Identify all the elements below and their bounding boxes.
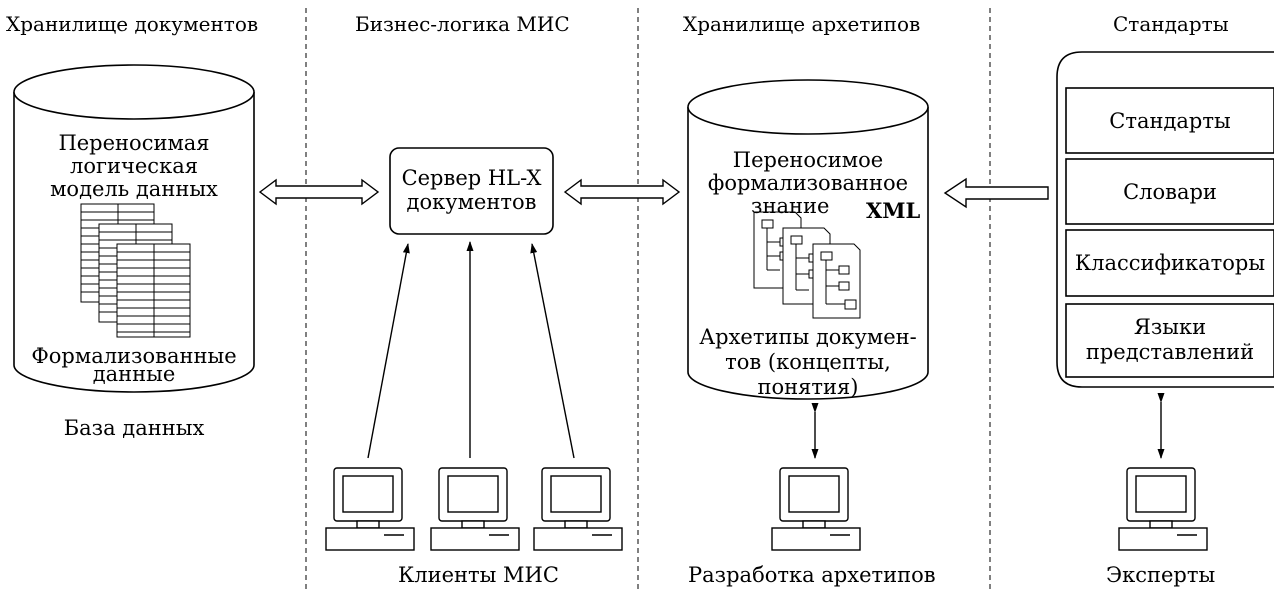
column-header-standards: Стандарты [1113,12,1229,36]
computer-icon [533,467,623,551]
tree-sheet-3 [812,243,861,319]
db-caption: База данных [63,416,205,440]
client-arrows [367,241,575,459]
standards-item-languages-line1: Языки [1133,315,1207,339]
column-dividers [305,8,991,590]
tree-document-icon [753,211,861,319]
table-stack-icon [80,203,191,338]
column-header-business-logic: Бизнес-логика МИС [355,12,570,36]
server-label-line2: документов [406,190,537,214]
computer-icon [430,467,520,551]
db-server-double-arrow [258,178,380,206]
table-sheet-3 [116,243,191,338]
archetype-bottom-line3: понятия) [757,375,859,399]
archetype-label-line2: формализованное [707,171,909,195]
db-label-line2: логическая [70,154,198,178]
archetype-label-line1: Переносимое [732,148,884,172]
computer-icons [325,467,1208,551]
xml-label: XML [866,198,921,223]
computer-icon [771,467,861,551]
standards-archetype-arrow [943,177,1049,209]
server-label-line1: Сервер HL-X [401,166,542,190]
archetype-bottom-line1: Архетипы докумен- [699,325,917,349]
standards-item-box-4 [1065,303,1274,378]
standards-item-languages-line2: представлений [1085,340,1255,364]
computer-icon [1118,467,1208,551]
standards-item-standards: Стандарты [1109,109,1231,133]
standards-item-box-3 [1065,229,1274,297]
client-arrow-right [530,243,575,459]
standards-item-box-1 [1065,87,1274,154]
column-header-documents: Хранилище документов [6,12,259,36]
standards-item-box-2 [1065,158,1274,225]
archetype-bottom-line2: тов (концепты, [725,350,891,374]
server-box [389,147,554,235]
standards-item-classifiers: Классификаторы [1074,251,1266,275]
vertical-double-arrows [811,393,1165,459]
db-label-line3: модель данных [50,177,218,201]
standards-item-dictionaries: Словари [1123,180,1217,204]
computer-icon [325,467,415,551]
db-bottom-line2: данные [92,362,176,386]
caption-experts: Эксперты [1106,563,1216,587]
client-arrow-left [367,243,410,459]
standards-panel [1056,51,1274,388]
db-label-line1: Переносимая [58,131,210,155]
server-archetype-double-arrow [563,178,681,206]
caption-clients: Клиенты МИС [398,563,559,587]
archetype-label-line3: знание [751,194,830,218]
column-header-archetypes: Хранилище архетипов [683,12,921,36]
db-bottom-line1: Формализованные [31,344,237,368]
caption-dev: Разработка архетипов [688,563,936,587]
